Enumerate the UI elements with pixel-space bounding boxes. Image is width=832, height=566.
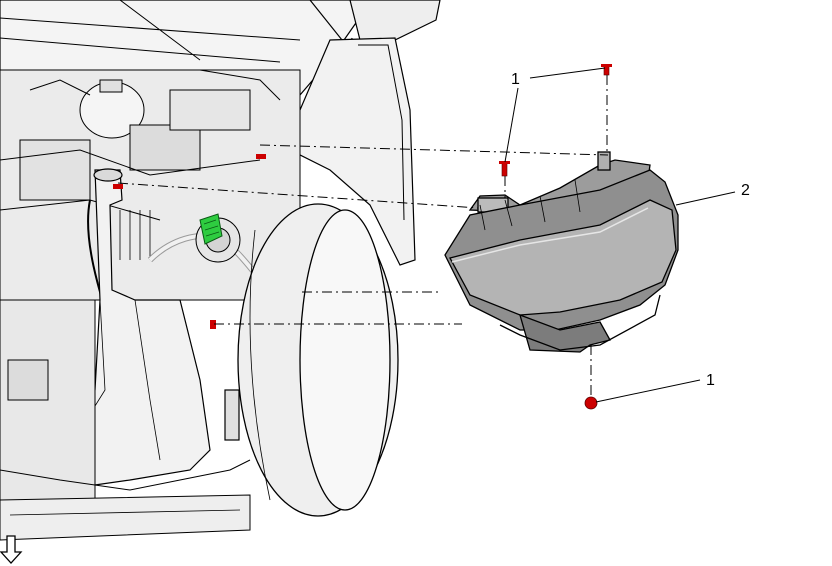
fender-clip-upper	[256, 154, 266, 159]
bumper-clip	[210, 320, 216, 329]
bolt-lower	[584, 396, 598, 410]
electrical-connector	[199, 213, 223, 245]
alignment-lines	[117, 75, 609, 397]
bolt-upper-left	[499, 161, 510, 177]
callout-leaders	[504, 67, 736, 403]
fender-clip-mid	[113, 184, 123, 189]
engine-bay	[0, 69, 301, 391]
headlamp-assembly	[444, 151, 679, 353]
callout-bolt-lower: 1	[706, 372, 715, 389]
front-direction-arrow-icon	[0, 535, 23, 564]
front-tire	[237, 203, 399, 517]
callout-bolt-upper: 1	[511, 71, 520, 88]
front-bumper-area	[0, 299, 251, 541]
callout-headlamp-assembly: 2	[741, 182, 750, 199]
bolt-upper-right	[601, 64, 612, 76]
